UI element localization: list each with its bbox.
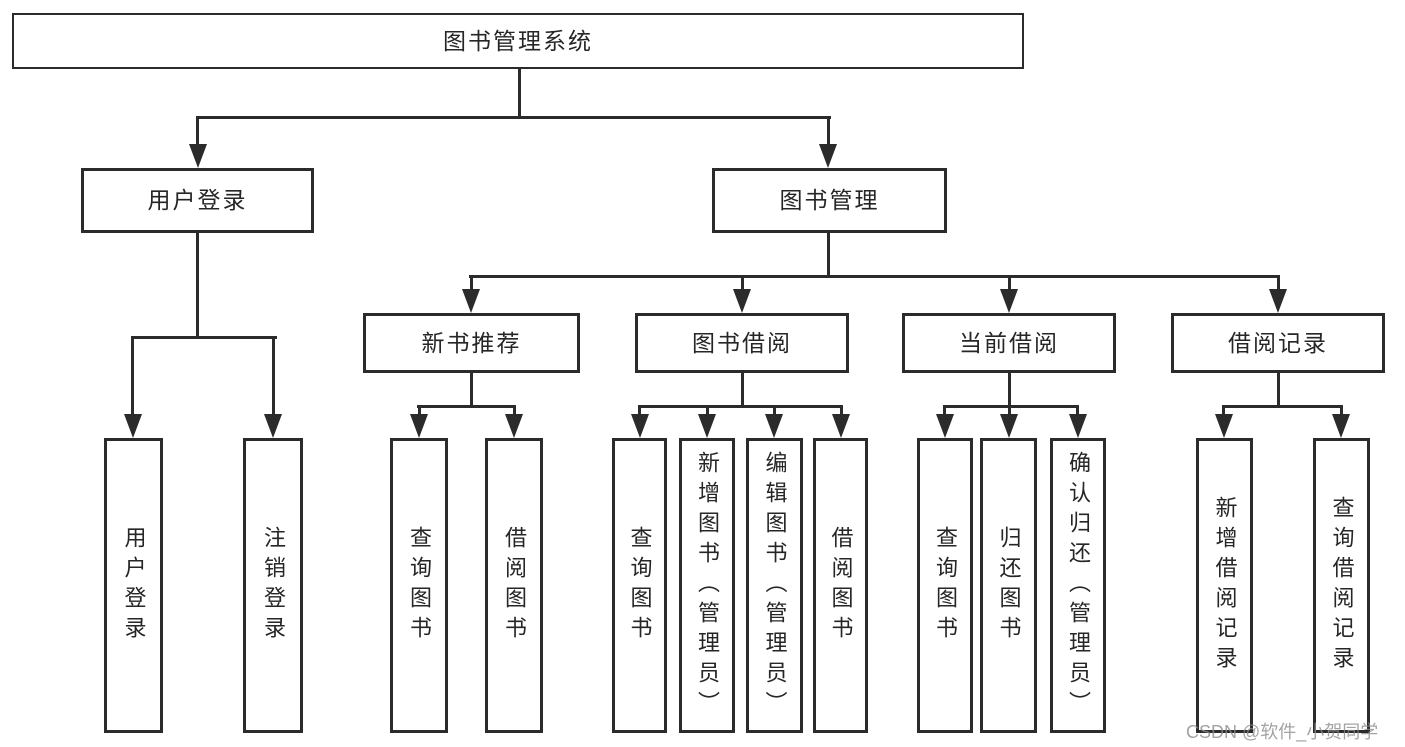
- connector-line: [196, 116, 199, 146]
- connector-line: [417, 405, 516, 408]
- leaf-user-login-label: 用户登录: [121, 525, 147, 646]
- leaf-current-query-books: 查询图书: [917, 438, 973, 733]
- arrow-down-icon: [936, 414, 954, 438]
- node-root: 图书管理系统: [12, 13, 1024, 69]
- node-book-borrow-label: 图书借阅: [692, 329, 792, 356]
- node-user-login-label: 用户登录: [147, 187, 248, 213]
- leaf-newbook-query-books-label: 查询图书: [407, 525, 432, 646]
- leaf-newbook-borrow-books: 借阅图书: [485, 438, 543, 733]
- watermark: CSDN @软件_小贺同学: [1186, 722, 1379, 742]
- node-new-book-recommend: 新书推荐: [363, 313, 580, 373]
- arrow-down-icon: [1332, 414, 1350, 438]
- leaf-borrow-add-books-admin-label: 新增图书（管理员）: [695, 450, 720, 721]
- connector-line: [1008, 371, 1011, 408]
- leaf-current-return-books: 归还图书: [980, 438, 1037, 733]
- node-book-borrow: 图书借阅: [635, 313, 849, 373]
- connector-line: [1076, 405, 1079, 416]
- node-user-login: 用户登录: [81, 168, 314, 233]
- connector-line: [131, 336, 277, 339]
- node-new-book-recommend-label: 新书推荐: [421, 329, 522, 356]
- connector-line: [638, 405, 641, 416]
- leaf-borrow-add-books-admin: 新增图书（管理员）: [679, 438, 735, 733]
- leaf-borrow-borrow-books-label: 借阅图书: [828, 525, 854, 646]
- node-root-label: 图书管理系统: [443, 27, 593, 54]
- connector-line: [418, 405, 421, 416]
- connector-line: [1340, 405, 1343, 416]
- leaf-current-query-books-label: 查询图书: [933, 525, 958, 646]
- connector-line: [638, 405, 843, 408]
- arrow-down-icon: [189, 144, 207, 168]
- arrow-down-icon: [698, 414, 716, 438]
- connector-line: [1277, 275, 1280, 291]
- arrow-down-icon: [505, 414, 523, 438]
- connector-line: [1277, 371, 1280, 408]
- connector-line: [706, 405, 709, 416]
- leaf-borrow-edit-books-admin-label: 编辑图书（管理员）: [762, 450, 788, 721]
- connector-line: [469, 275, 1280, 278]
- arrow-down-icon: [1069, 414, 1087, 438]
- connector-line: [773, 405, 776, 416]
- connector-line: [943, 405, 1079, 408]
- connector-line: [470, 371, 473, 408]
- connector-line: [827, 231, 830, 278]
- arrow-down-icon: [1215, 414, 1233, 438]
- leaf-logout: 注销登录: [243, 438, 303, 733]
- leaf-borrow-query-books-label: 查询图书: [627, 525, 653, 646]
- leaf-records-add-record: 新增借阅记录: [1196, 438, 1253, 733]
- connector-line: [741, 371, 744, 408]
- leaf-logout-label: 注销登录: [261, 525, 286, 646]
- leaf-borrow-borrow-books: 借阅图书: [813, 438, 868, 733]
- leaf-borrow-query-books: 查询图书: [612, 438, 667, 733]
- arrow-down-icon: [410, 414, 428, 438]
- leaf-newbook-query-books: 查询图书: [390, 438, 448, 733]
- leaf-records-query-record-label: 查询借阅记录: [1329, 495, 1355, 676]
- node-borrow-records-label: 借阅记录: [1228, 329, 1328, 356]
- arrow-down-icon: [264, 414, 282, 438]
- arrow-down-icon: [733, 289, 751, 313]
- arrow-down-icon: [631, 414, 649, 438]
- leaf-records-add-record-label: 新增借阅记录: [1212, 495, 1238, 676]
- connector-line: [1008, 405, 1011, 416]
- arrow-down-icon: [1000, 289, 1018, 313]
- arrow-down-icon: [832, 414, 850, 438]
- connector-line: [513, 405, 516, 416]
- connector-line: [1222, 405, 1225, 416]
- leaf-records-query-record: 查询借阅记录: [1313, 438, 1370, 733]
- node-current-borrow-label: 当前借阅: [959, 329, 1059, 356]
- arrow-down-icon: [1269, 289, 1287, 313]
- arrow-down-icon: [462, 289, 480, 313]
- node-book-management-label: 图书管理: [779, 187, 880, 213]
- connector-line: [1008, 275, 1011, 291]
- connector-line: [196, 231, 199, 339]
- node-current-borrow: 当前借阅: [902, 313, 1116, 373]
- connector-line: [741, 275, 744, 291]
- node-book-management: 图书管理: [712, 168, 947, 233]
- leaf-newbook-borrow-books-label: 借阅图书: [502, 525, 527, 646]
- arrow-down-icon: [124, 414, 142, 438]
- arrow-down-icon: [819, 144, 837, 168]
- arrow-down-icon: [765, 414, 783, 438]
- leaf-user-login: 用户登录: [104, 438, 163, 733]
- connector-line: [470, 275, 473, 291]
- connector-line: [1222, 405, 1343, 408]
- connector-line: [196, 116, 831, 119]
- node-borrow-records: 借阅记录: [1171, 313, 1385, 373]
- connector-line: [131, 336, 134, 416]
- arrow-down-icon: [1000, 414, 1018, 438]
- leaf-current-confirm-return-admin-label: 确认归还（管理员）: [1066, 450, 1091, 721]
- leaf-current-confirm-return-admin: 确认归还（管理员）: [1050, 438, 1106, 733]
- connector-line: [827, 116, 830, 146]
- leaf-borrow-edit-books-admin: 编辑图书（管理员）: [746, 438, 803, 733]
- connector-line: [840, 405, 843, 416]
- connector-line: [518, 67, 521, 118]
- connector-line: [272, 336, 275, 416]
- leaf-current-return-books-label: 归还图书: [996, 525, 1022, 646]
- connector-line: [943, 405, 946, 416]
